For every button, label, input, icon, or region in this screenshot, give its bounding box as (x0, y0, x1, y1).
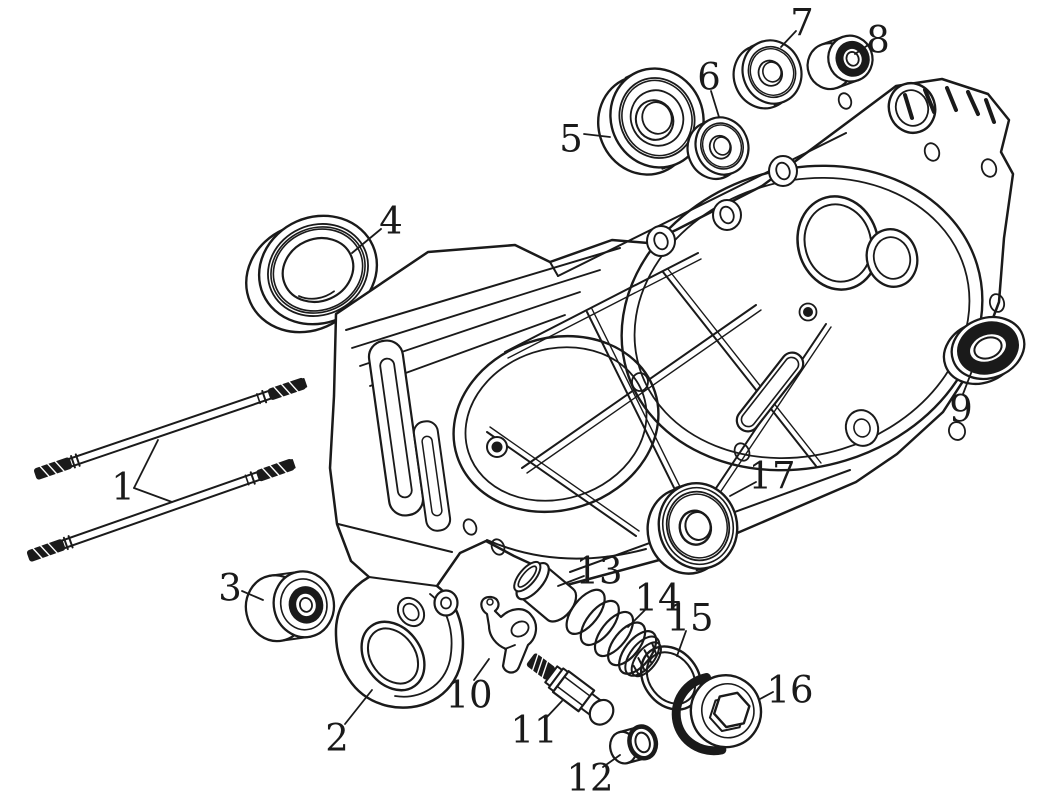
callout-label-1: 1 (111, 466, 135, 509)
leader-9 (962, 367, 974, 395)
leader-3 (241, 590, 264, 601)
roller-3 (244, 570, 336, 643)
callout-label-15: 15 (666, 597, 713, 640)
crankcase-body (328, 77, 1015, 709)
leader-12 (602, 754, 621, 768)
callout-labels: 1 2 3 4 5 6 7 8 9 10 11 12 13 14 15 16 1… (111, 2, 973, 798)
callout-label-7: 7 (790, 2, 814, 45)
stud-bolt-lower (26, 458, 296, 562)
bracket-10 (480, 595, 538, 674)
rib-hatching (903, 86, 996, 124)
bushing-12 (609, 724, 659, 765)
shaft-bore-top (887, 81, 937, 135)
leader-11 (545, 700, 563, 719)
callout-label-12: 12 (566, 757, 613, 798)
callout-label-3: 3 (218, 567, 242, 610)
bushing-8 (806, 34, 874, 91)
plunger-13 (513, 560, 578, 623)
drain-plug-16 (671, 672, 763, 756)
spring-14 (565, 588, 662, 678)
bearing-7 (732, 39, 803, 110)
leader-8 (854, 42, 872, 55)
stud-bolt-upper (33, 377, 308, 480)
oil-seal-9 (942, 315, 1026, 386)
bearing-6 (686, 116, 750, 180)
leader-6 (710, 90, 720, 118)
leader-15 (676, 630, 687, 657)
top-bosses (646, 155, 798, 257)
callout-label-9: 9 (949, 388, 973, 431)
check-valve-11 (526, 652, 615, 726)
leader-17 (729, 481, 757, 497)
leader-13 (557, 575, 585, 587)
leader-10 (473, 658, 490, 681)
callout-label-8: 8 (866, 19, 890, 62)
bearing-5 (596, 67, 705, 176)
mount-lug (360, 576, 459, 698)
leader-2 (344, 689, 373, 725)
leader-1a (133, 439, 159, 489)
leader-7 (780, 30, 797, 48)
flange-bolt-holes (462, 92, 1006, 556)
leader-5 (583, 133, 611, 138)
callout-label-5: 5 (559, 118, 583, 161)
callout-label-13: 13 (575, 550, 622, 593)
leader-lines (133, 30, 974, 768)
leader-16 (759, 691, 774, 700)
leader-1b (133, 487, 173, 503)
callout-label-17: 17 (748, 455, 795, 498)
callout-label-14: 14 (634, 577, 681, 620)
bearing-17 (646, 482, 739, 575)
oil-seal-4 (245, 214, 379, 334)
callout-label-2: 2 (325, 717, 349, 760)
callout-label-6: 6 (697, 56, 721, 99)
leader-4 (351, 228, 382, 254)
callout-label-10: 10 (445, 674, 492, 717)
leader-14 (627, 607, 648, 628)
callout-label-16: 16 (766, 669, 813, 712)
callout-label-4: 4 (379, 200, 403, 243)
bearing-bore-small (865, 228, 919, 288)
callout-label-11: 11 (510, 709, 557, 752)
